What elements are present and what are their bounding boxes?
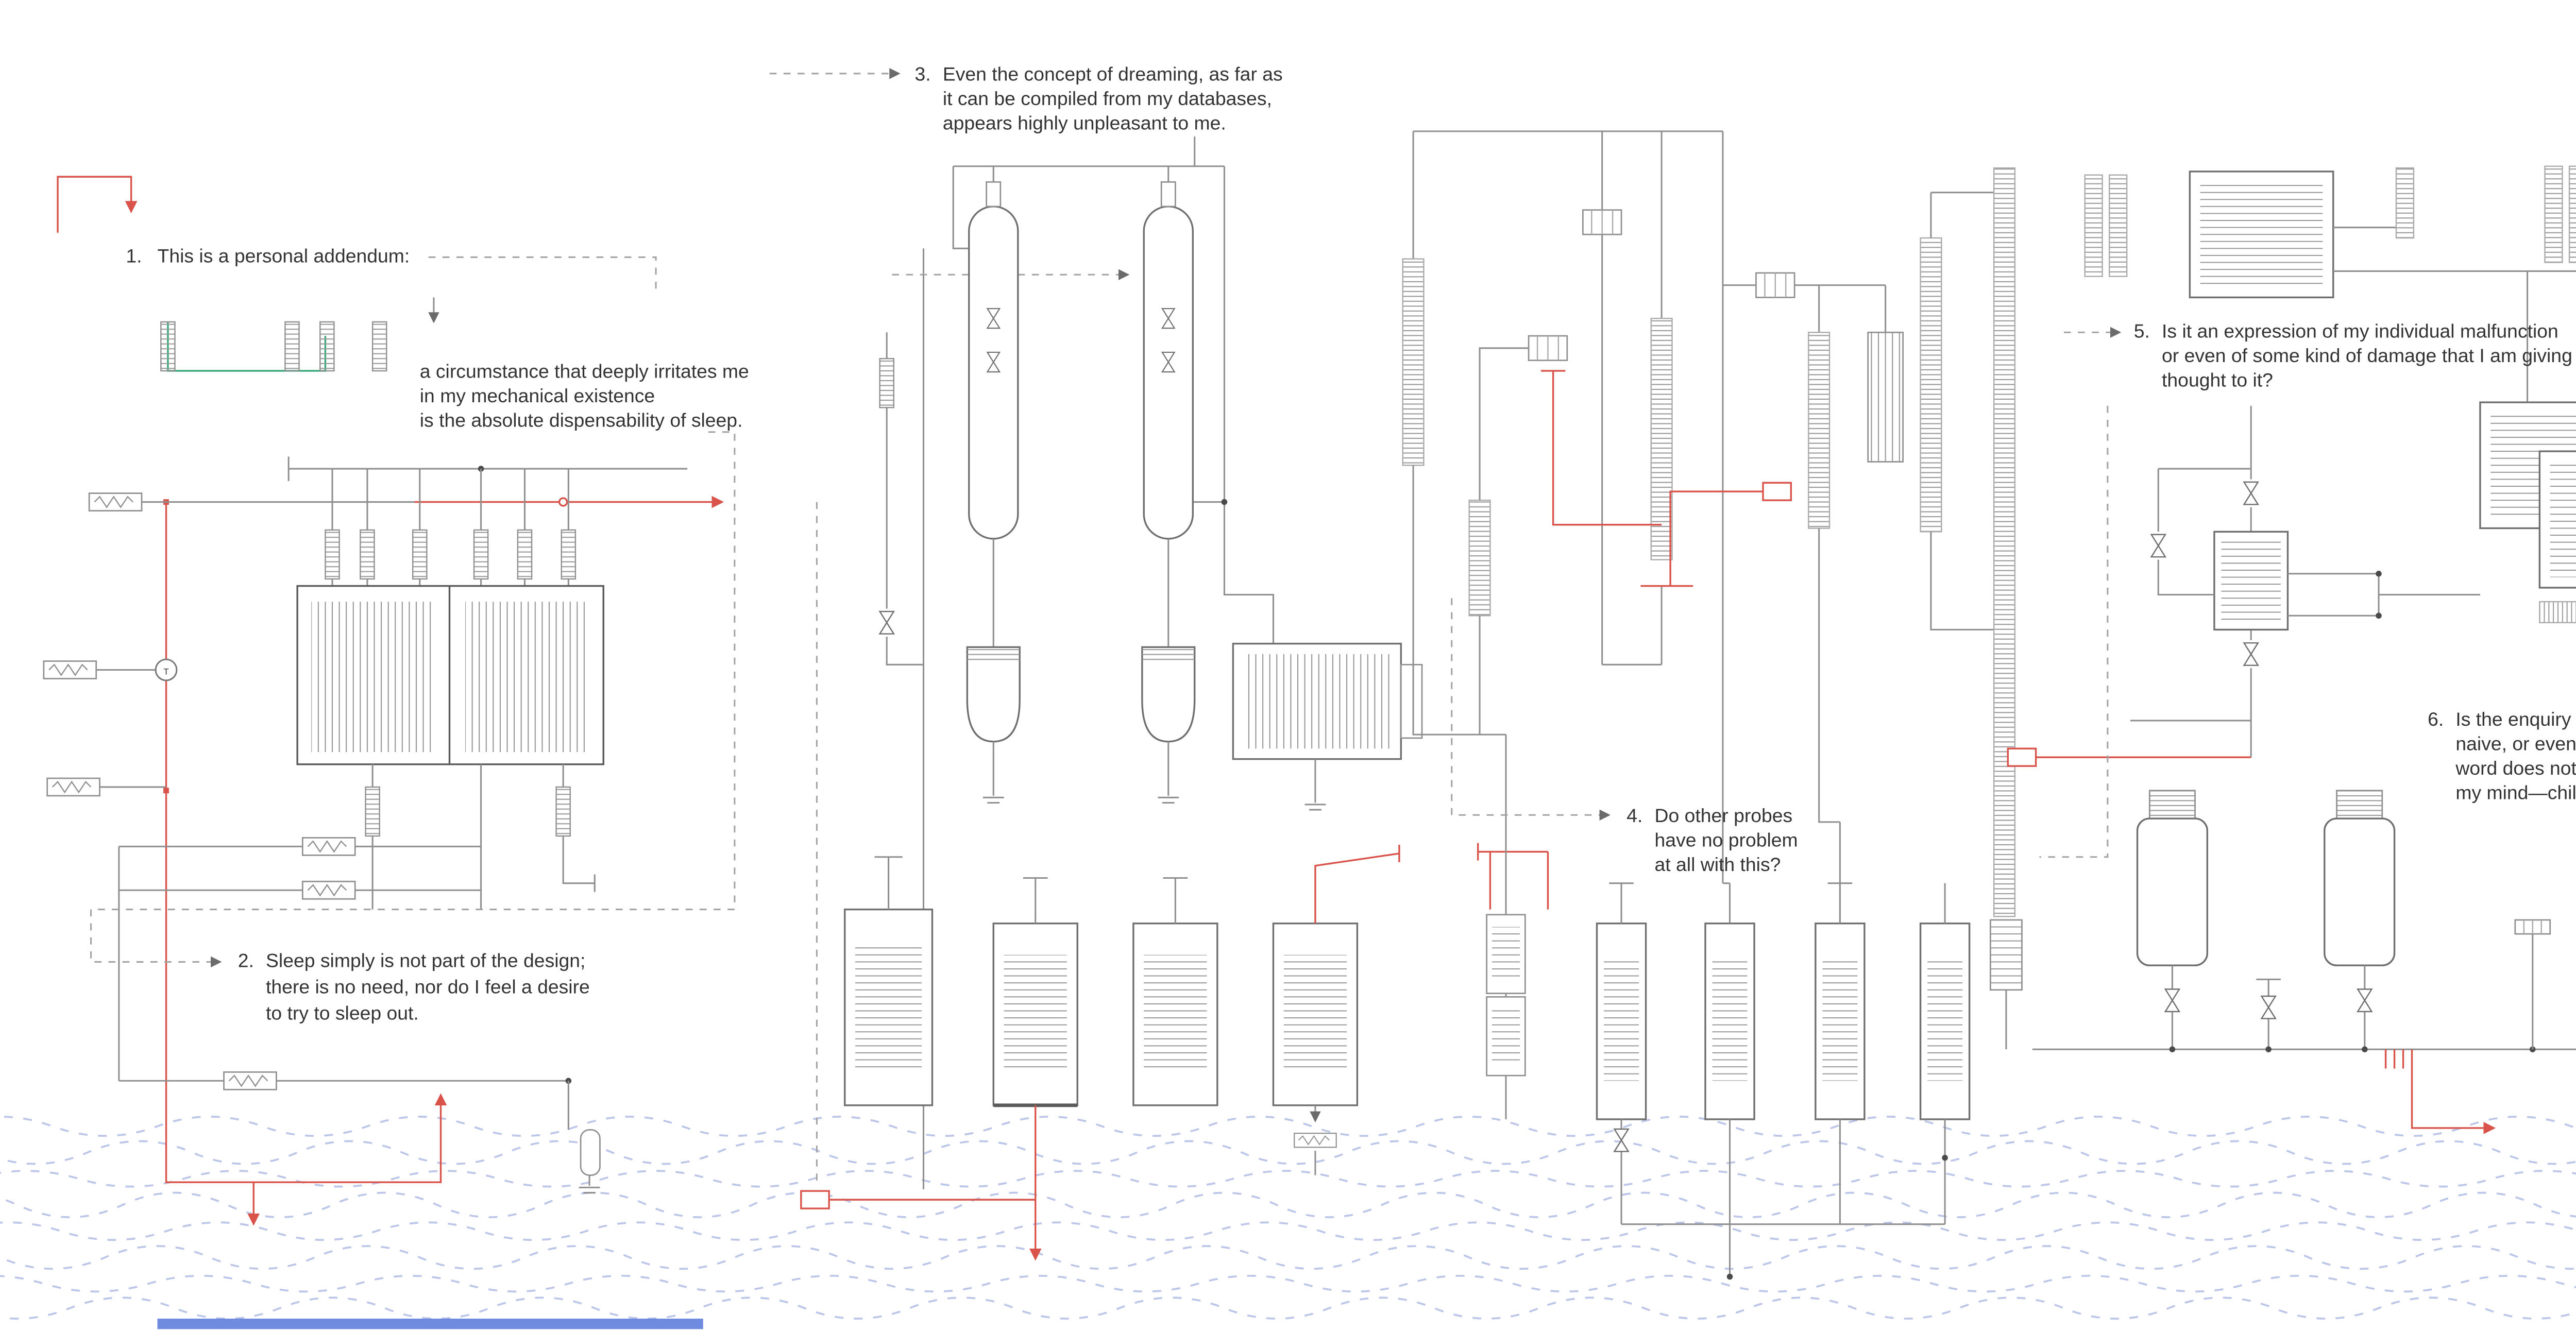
note-2-line-1: Sleep simply is not part of the design; xyxy=(266,950,585,971)
ribbed-tank-1 xyxy=(2136,790,2209,1050)
exchanger-bank-3 xyxy=(1650,317,1673,560)
red-branch-bottom-middle xyxy=(800,1105,1042,1261)
mid-tanks-row xyxy=(1486,882,1971,1280)
note-6-line-1: Is the enquiry after it xyxy=(2455,708,2576,730)
note-2-number: 2. xyxy=(238,950,254,971)
note-3-line-2: it can be compiled from my databases, xyxy=(943,88,1272,109)
top-right-box xyxy=(2189,170,2334,299)
horizontal-drum xyxy=(1232,642,1423,811)
distillation-column-b xyxy=(1143,181,1194,540)
tank-3 xyxy=(1132,877,1218,1106)
exchanger-network-section xyxy=(1402,130,2023,1280)
furnace-outlets xyxy=(118,764,596,1081)
note-4-line-1: Do other probes xyxy=(1655,805,1793,826)
red-bracket xyxy=(1477,843,1549,910)
small-vessel xyxy=(580,1129,601,1176)
water-bar xyxy=(157,1318,703,1329)
red-line-right xyxy=(2007,747,2251,767)
note-2-line-3: to try to sleep out. xyxy=(266,1002,419,1023)
note-6-line-2: naive, or even—a better xyxy=(2455,733,2576,755)
instrument-circle xyxy=(155,658,178,681)
note-6-line-3: word does not come to xyxy=(2455,757,2576,779)
note-5-number: 5. xyxy=(2134,320,2150,342)
exchanger-bank-5 xyxy=(1920,237,1942,533)
furnace xyxy=(296,585,604,765)
instrument-circle-label: T xyxy=(163,667,168,676)
ribbed-tank-2 xyxy=(2324,790,2396,1050)
exchanger-bank-2 xyxy=(1468,499,1491,617)
header-line-and-drops xyxy=(287,456,688,586)
note-1-number: 1. xyxy=(126,245,142,266)
vertical-exchanger-box xyxy=(1867,331,1904,463)
finned-elements-top xyxy=(160,321,387,372)
tank-4 xyxy=(1272,844,1400,1175)
note-5-line-3: thought to it? xyxy=(2162,369,2273,391)
top-right-fin-cluster xyxy=(2544,165,2576,263)
right-process-section xyxy=(2007,165,2576,1134)
tank-2 xyxy=(992,877,1078,1107)
note-2-line-2: there is no need, nor do I feel a desire xyxy=(266,976,590,998)
left-process-section: T xyxy=(43,176,724,1226)
left-instruments: T xyxy=(43,492,415,797)
exchanger-bank-1 xyxy=(1402,258,1425,466)
annotation-notes: 1. This is a personal addendum: a circum… xyxy=(90,63,2576,1023)
note-3-number: 3. xyxy=(915,63,931,84)
green-line xyxy=(167,321,327,372)
note-4-line-2: have no problem xyxy=(1655,829,1798,850)
note-1-body-line-3: is the absolute dispensability of sleep. xyxy=(420,409,743,431)
distillation-column-a xyxy=(968,181,1019,540)
small-reactor xyxy=(2130,405,2480,758)
terrain-contour-lines xyxy=(0,1116,2576,1329)
bottom-left-run xyxy=(118,1071,601,1194)
note-4-number: 4. xyxy=(1626,805,1642,826)
exchanger-bank-4 xyxy=(1808,332,1831,529)
note-1-body-line-2: in my mechanical existence xyxy=(420,385,655,406)
note-6-line-4: my mind—childish? xyxy=(2455,782,2576,804)
note-5-line-2: or even of some kind of damage that I am… xyxy=(2162,345,2572,366)
note-3-line-1: Even the concept of dreaming, as far as xyxy=(943,63,1283,84)
bottoms-vessel-b xyxy=(1141,538,1196,804)
storage-tanks-row xyxy=(844,844,1400,1175)
right-bottom-header xyxy=(2032,919,2576,1134)
bottoms-vessel-a xyxy=(966,538,1021,804)
red-network-mid xyxy=(1540,370,1792,587)
tall-exchanger-column xyxy=(1993,167,2016,917)
note-1-body-line-1: a circumstance that deeply irritates me xyxy=(420,361,749,382)
note-6-number: 6. xyxy=(2428,708,2444,730)
right-hatched-box-lower xyxy=(2538,450,2576,624)
note-1-heading: This is a personal addendum: xyxy=(158,245,410,266)
small-tank-right xyxy=(1990,919,2023,991)
distillation-section xyxy=(800,136,1549,1261)
note-5-line-1: Is it an expression of my individual mal… xyxy=(2162,320,2558,342)
note-3-line-3: appears highly unpleasant to me. xyxy=(943,112,1226,133)
note-4-line-3: at all with this? xyxy=(1655,854,1781,875)
tank-1 xyxy=(844,856,934,1106)
